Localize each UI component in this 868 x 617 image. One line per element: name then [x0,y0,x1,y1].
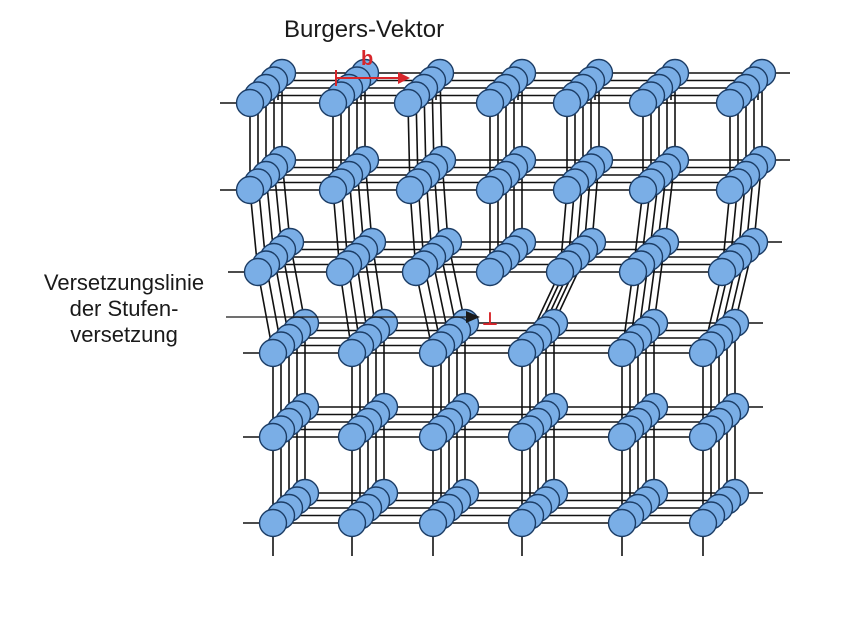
atom [607,422,637,452]
atom [507,508,537,538]
atom [318,88,348,118]
atom [715,175,745,205]
atom [337,508,367,538]
atom [258,338,288,368]
dislocation-label-line-3: versetzung [70,322,178,347]
dislocation-line-label: Versetzungslinie der Stufen- versetzung [18,270,230,348]
annotations: ⊥ [226,70,498,330]
atom [401,257,431,287]
atom [418,508,448,538]
lattice-atoms [235,58,777,538]
dislocation-symbol-icon: ⊥ [482,309,498,330]
burgers-vector-title: Burgers-Vektor [284,16,445,43]
atom [688,422,718,452]
atom [688,338,718,368]
lattice-column-line [629,95,652,516]
atom [545,257,575,287]
atom [235,175,265,205]
atom [475,175,505,205]
atom [552,175,582,205]
atom [243,257,273,287]
atom [393,88,423,118]
atom [337,422,367,452]
atom [707,257,737,287]
lattice-column-line [718,88,747,508]
atom [258,508,288,538]
dislocation-pointer-arrowhead [466,311,480,323]
atom [337,338,367,368]
atom [607,508,637,538]
dislocation-label-line-2: der Stufen- [69,296,179,321]
lattice-column-line [621,103,644,523]
lattice-column-line [726,80,755,501]
atom [507,338,537,368]
atom [507,422,537,452]
atom [628,175,658,205]
atom [607,338,637,368]
atom [258,422,288,452]
lattice-column-line [637,88,660,508]
atom [418,338,448,368]
burgers-vector-arrowhead [398,72,410,84]
burgers-vector-b-label: b [361,48,374,70]
atom [318,175,348,205]
atom [552,88,582,118]
dislocation-label-line-1: Versetzungslinie [43,270,205,295]
lattice-column-line [734,73,763,493]
atom [475,88,505,118]
atom [475,257,505,287]
lattice-column-line [710,95,739,516]
atom [628,88,658,118]
atom [618,257,648,287]
atom [688,508,718,538]
atom [715,88,745,118]
atom [395,175,425,205]
atom [325,257,355,287]
atom [418,422,448,452]
atom [235,88,265,118]
